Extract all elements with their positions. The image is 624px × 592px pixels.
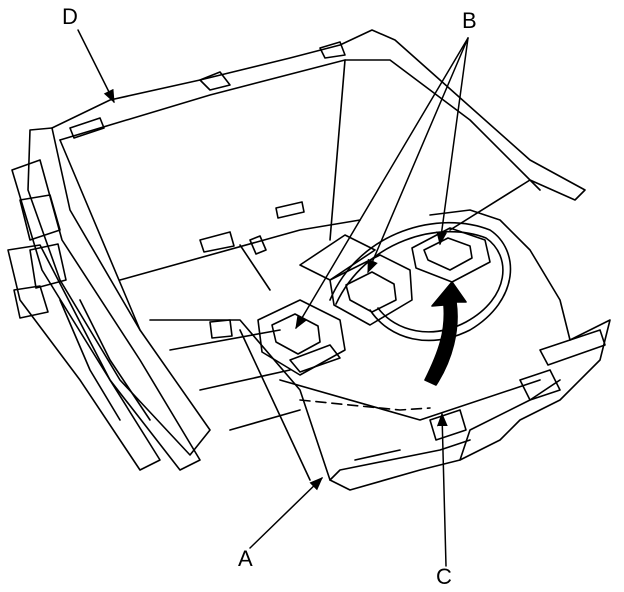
switch-middle [299, 234, 413, 326]
callout-b: B [462, 8, 477, 33]
switch-right [411, 227, 491, 283]
callout-a: A [238, 546, 253, 571]
leader-lines [77, 29, 469, 567]
storage-tray [51, 29, 586, 331]
callout-d: D [62, 4, 78, 29]
switch-left [257, 299, 346, 376]
callout-c: C [436, 564, 452, 589]
side-trim-panel [7, 127, 211, 471]
wire-harness [329, 221, 512, 342]
console-base [149, 209, 611, 491]
lift-direction-arrow [424, 281, 467, 386]
